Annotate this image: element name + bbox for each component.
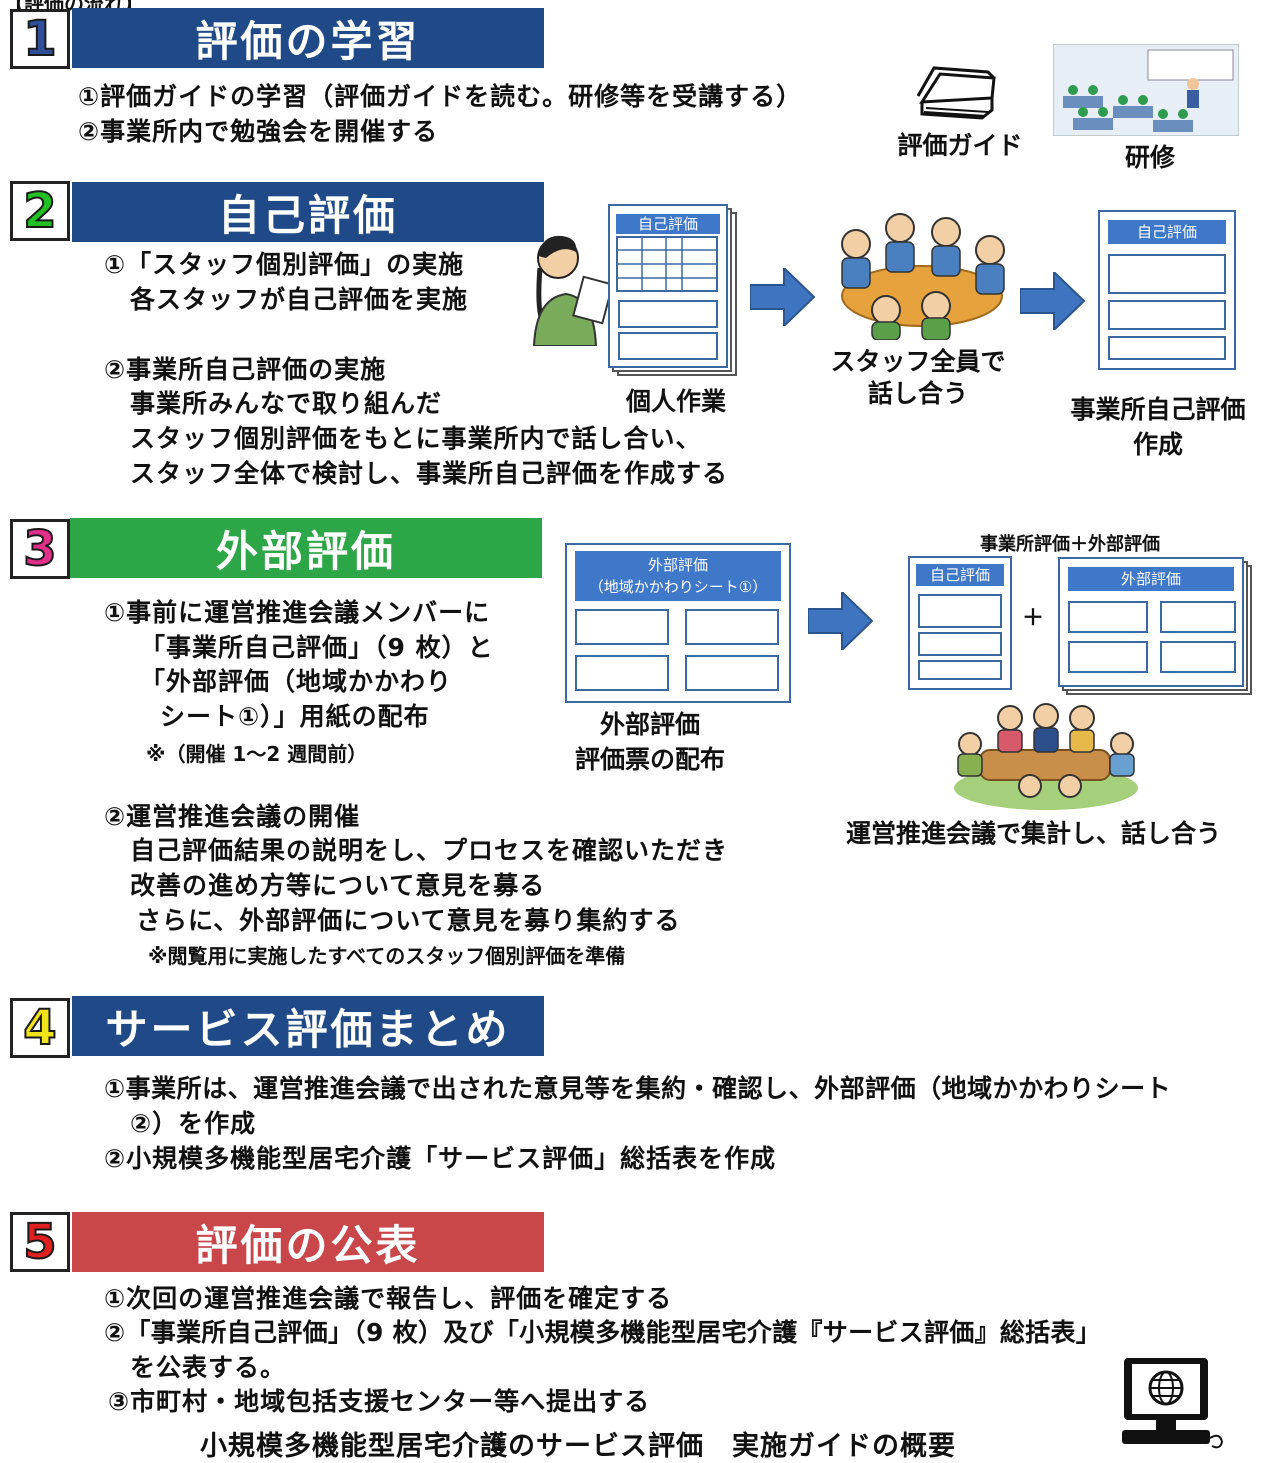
step-title-banner: 評価の学習: [72, 8, 544, 68]
caption-individual-work: 個人作業: [625, 387, 726, 416]
sheet-cell: [918, 660, 1002, 680]
sheet-cell: [575, 609, 669, 645]
step-line: さらに、外部評価について意見を募り集約する: [136, 906, 681, 935]
sheet-cell: [1108, 336, 1226, 360]
step-line: ①事前に運営推進会議メンバーに: [104, 598, 491, 627]
sheet-grid: [616, 236, 718, 292]
caption-external-1: 外部評価: [599, 710, 700, 739]
caption-discuss-2: 話し合う: [867, 379, 968, 408]
step-line: 各スタッフが自己評価を実施: [130, 285, 469, 314]
step-line: ①事業所は、運営推進会議で出された意見等を集約・確認し、外部評価（地域かかわりシ…: [104, 1074, 1172, 1103]
sheet-cell: [1160, 641, 1236, 673]
sheet-cell: [1160, 601, 1236, 633]
caption-operation-meeting: 運営推進会議で集計し、話し合う: [846, 819, 1222, 848]
step-line: 事業所みんなで取り組んだ: [130, 389, 443, 418]
step-number: 2: [10, 181, 70, 241]
combo-self-eval-sheet: 自己評価: [908, 556, 1012, 690]
step-note: ※閲覧用に実施したすべてのスタッフ個別評価を準備: [148, 944, 626, 968]
sheet-cell: [1108, 254, 1226, 294]
sheet-header-line: （地域かかわりシート①）: [588, 578, 768, 596]
caption-discuss-1: スタッフ全員で: [830, 347, 1006, 376]
staff-meeting-illustration: [841, 213, 1005, 340]
guidebook-icon: [916, 66, 996, 120]
step-line: ②事業所自己評価の実施: [104, 355, 387, 384]
step-line: シート①）」用紙の配布: [160, 702, 430, 731]
sheet-cell: [1068, 641, 1148, 673]
caption-office-self-eval-1: 事業所自己評価: [1070, 395, 1246, 424]
staff-writing-illustration: [532, 235, 614, 346]
step-line: ③市町村・地域包括支援センター等へ提出する: [108, 1387, 651, 1416]
step-line: 自己評価結果の説明をし、プロセスを確認いただき: [130, 836, 729, 865]
step-line: 「外部評価（地域かかわり: [140, 667, 453, 696]
step-note: ※（開催 1～2 週間前）: [146, 742, 368, 766]
sheet-cell: [618, 300, 718, 328]
training-illustration: [1053, 44, 1239, 136]
sheet-cell: [618, 332, 718, 360]
arrow-right-icon: [1020, 272, 1086, 330]
computer-globe-icon: [1122, 1358, 1224, 1449]
step-title-banner: 外部評価: [70, 518, 542, 578]
step-line: スタッフ個別評価をもとに事業所内で話し合い、: [130, 424, 702, 453]
sheet-cell: [1068, 601, 1148, 633]
step-line: を公表する。: [130, 1353, 287, 1382]
sheet-header: 外部評価: [1068, 567, 1234, 591]
sheet-header: 外部評価 （地域かかわりシート①）: [575, 551, 781, 601]
sheet-cell: [918, 632, 1002, 656]
step-line: 改善の進め方等について意見を募る: [130, 871, 546, 900]
step-line: ②）を作成: [130, 1109, 257, 1138]
self-eval-sheet: 自己評価: [608, 204, 728, 368]
step-number: 3: [10, 519, 70, 579]
caption-office-self-eval-2: 作成: [1132, 430, 1183, 459]
caption-external-2: 評価票の配布: [574, 745, 725, 774]
sheet-header: 自己評価: [616, 214, 720, 234]
sheet-cell: [575, 655, 669, 691]
step-line: ①次回の運営推進会議で報告し、評価を確定する: [104, 1284, 673, 1313]
step-title-banner: 自己評価: [72, 182, 544, 242]
office-self-eval-sheet: 自己評価: [1098, 210, 1236, 370]
sheet-cell: [918, 594, 1002, 628]
step-number: 4: [10, 998, 70, 1058]
step-line: ②小規模多機能型居宅介護「サービス評価」総括表を作成: [104, 1144, 777, 1173]
sheet-cell: [685, 609, 779, 645]
footer-title: 小規模多機能型居宅介護のサービス評価 実施ガイドの概要: [200, 1431, 956, 1462]
step-line: ①評価ガイドの学習（評価ガイドを読む。研修等を受講する）: [78, 82, 803, 111]
sheet-header: 自己評価: [916, 564, 1004, 586]
step-number: 1: [10, 9, 70, 69]
sheet-cell: [685, 655, 779, 691]
step-title-banner: 評価の公表: [72, 1212, 544, 1272]
caption-training: 研修: [1124, 143, 1175, 172]
step-line: ②事業所内で勉強会を開催する: [78, 117, 439, 146]
step-number: 5: [10, 1212, 70, 1272]
arrow-right-icon: [750, 268, 816, 326]
sheet-header-line: 外部評価: [647, 556, 708, 574]
step-line: 「事業所自己評価」（9 枚）と: [140, 633, 494, 662]
arrow-right-icon: [808, 592, 874, 650]
step-line: スタッフ全体で検討し、事業所自己評価を作成する: [130, 459, 729, 488]
sheet-header: 自己評価: [1108, 220, 1226, 244]
operation-meeting-illustration: [954, 703, 1138, 810]
combo-external-sheet: 外部評価: [1058, 557, 1244, 687]
step-line: ①「スタッフ個別評価」の実施: [104, 250, 465, 279]
sheet-cell: [1108, 300, 1226, 330]
external-eval-sheet: 外部評価 （地域かかわりシート①）: [565, 543, 791, 703]
plus-sign: ＋: [1022, 606, 1045, 631]
step-line: ②運営推進会議の開催: [104, 802, 361, 831]
caption-guide: 評価ガイド: [897, 131, 1023, 160]
combo-title: 事業所評価＋外部評価: [980, 534, 1160, 555]
step-line: ②「事業所自己評価」（9 枚）及び「小規模多機能型居宅介護『サービス評価』総括表…: [104, 1318, 1102, 1347]
step-title-banner: サービス評価まとめ: [72, 996, 544, 1056]
